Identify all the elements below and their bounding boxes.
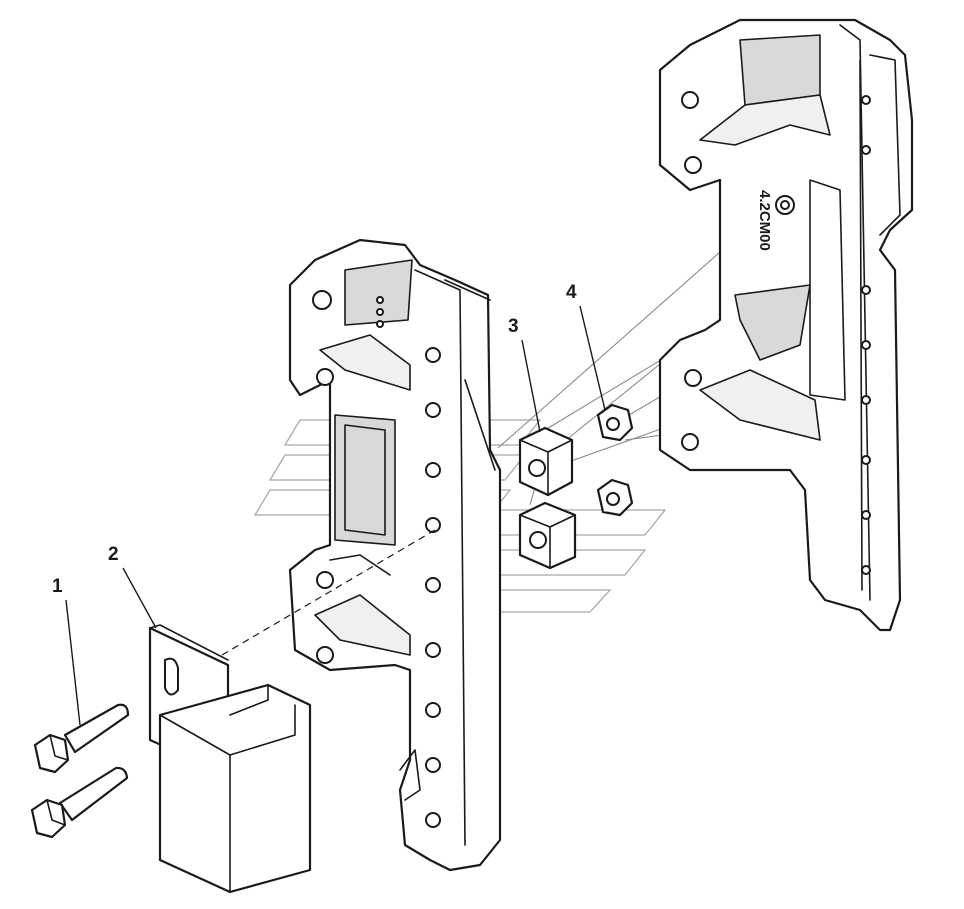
front-guide-rail (288, 238, 502, 872)
svg-text:2: 2 (108, 544, 119, 565)
callout-1: 1 (52, 576, 81, 726)
svg-text:4: 4 (566, 282, 577, 303)
rail-adjustment-holes (425, 347, 441, 828)
u-bracket-part-2 (148, 624, 312, 894)
rail-rivet-holes (861, 95, 871, 575)
svg-text:1: 1 (52, 576, 63, 597)
bolt-part-1 (30, 703, 130, 839)
callout-4: 4 (566, 282, 606, 411)
bolt-axis-line (221, 529, 436, 656)
callout-3: 3 (508, 316, 541, 433)
rear-guide-rail: 4.2CM00 (658, 18, 914, 632)
rail-engraving: 4.2CM00 (756, 190, 773, 251)
svg-text:3: 3 (508, 316, 519, 337)
hex-nut-part-4 (596, 403, 634, 517)
square-nut-part-3 (518, 426, 577, 570)
callout-2: 2 (108, 544, 157, 629)
